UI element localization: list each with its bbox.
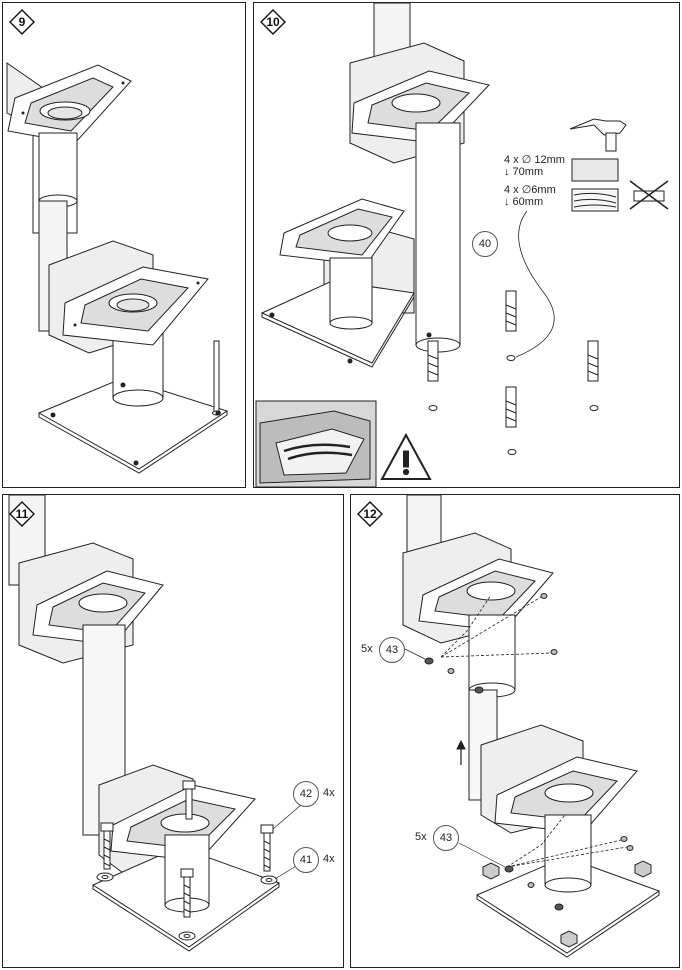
spec-concrete-depth: ↓ 70mm bbox=[504, 166, 544, 178]
step-number: 10 bbox=[266, 15, 280, 29]
step-11-illustration bbox=[8, 495, 302, 952]
step-9-illustration bbox=[6, 62, 229, 474]
diamond-badge-icon bbox=[260, 9, 286, 35]
part-callout-42: 42 bbox=[293, 781, 319, 807]
part-qty-42: 4x bbox=[323, 787, 335, 799]
diamond-badge-icon bbox=[9, 501, 35, 527]
part-callout-43-upper: 43 bbox=[379, 637, 405, 663]
step-12-illustration bbox=[402, 495, 661, 958]
diamond-badge-icon bbox=[9, 9, 35, 35]
spec-concrete-diameter: 4 x ∅ 12mm bbox=[504, 154, 565, 166]
step-10-panel: 10 4 x ∅ 12mm ↓ 70mm 4 x ∅6mm ↓ 60mm 40 bbox=[253, 2, 680, 488]
part-callout-40: 40 bbox=[472, 231, 498, 257]
diamond-badge-icon bbox=[357, 501, 383, 527]
step-12-panel: 12 5x 43 5x 43 bbox=[350, 494, 680, 968]
step-number: 11 bbox=[15, 507, 29, 521]
step-number: 9 bbox=[18, 15, 26, 29]
part-qty-43-upper: 5x bbox=[361, 643, 373, 655]
spec-wood-depth: ↓ 60mm bbox=[504, 196, 544, 208]
step-number: 12 bbox=[363, 507, 377, 521]
part-callout-41: 41 bbox=[293, 847, 319, 873]
step-9-panel: 9 bbox=[2, 2, 246, 488]
step-10-illustration bbox=[255, 3, 669, 487]
step-number-badge: 11 bbox=[9, 501, 35, 527]
spec-wood-diameter: 4 x ∅6mm bbox=[504, 184, 556, 196]
part-qty-41: 4x bbox=[323, 853, 335, 865]
part-qty-43-lower: 5x bbox=[415, 831, 427, 843]
step-number-badge: 9 bbox=[9, 9, 35, 35]
dowel bbox=[505, 290, 517, 332]
part-callout-43-lower: 43 bbox=[433, 825, 459, 851]
step-11-panel: 11 42 4x 41 4x bbox=[2, 494, 344, 968]
step-number-badge: 12 bbox=[357, 501, 383, 527]
step-number-badge: 10 bbox=[260, 9, 286, 35]
